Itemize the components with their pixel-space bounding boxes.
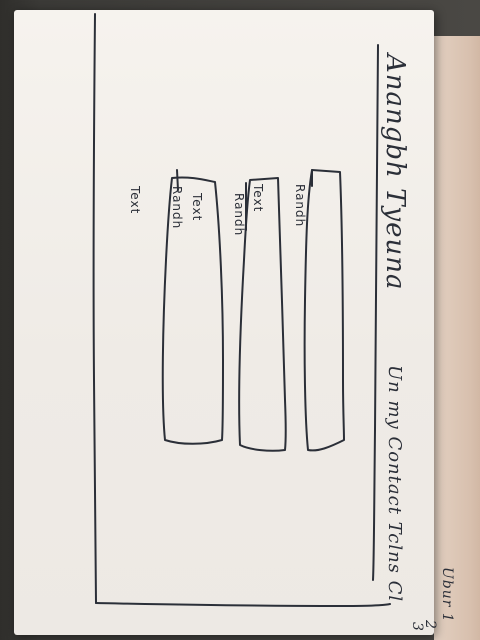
footer-list-item-1: Ubur 1 xyxy=(439,567,455,623)
paper-edge-shadow xyxy=(434,36,480,640)
page-title: Anangbh Tyeuna xyxy=(380,54,410,291)
card-1-label-line-1: Randh xyxy=(293,184,307,228)
card-outline-2 xyxy=(238,177,287,452)
card-tick-3 xyxy=(176,169,179,191)
left-margin-line xyxy=(92,13,97,604)
card-3-label-line-2: Text xyxy=(128,186,142,215)
card-2-label-line-1: Randh xyxy=(232,193,246,237)
card-3-label: Randh Text xyxy=(100,186,212,229)
footer-right-text: Un my Contact Tclns Cl xyxy=(384,365,405,603)
bottom-line xyxy=(95,602,391,607)
sketch-paper xyxy=(14,10,434,635)
card-outline-1 xyxy=(303,169,345,452)
right-divider-line xyxy=(372,44,379,581)
footer-list-item-3: 3 xyxy=(409,622,425,632)
card-outline-3 xyxy=(161,176,224,445)
card-3-label-line-1: Randh xyxy=(170,186,184,230)
